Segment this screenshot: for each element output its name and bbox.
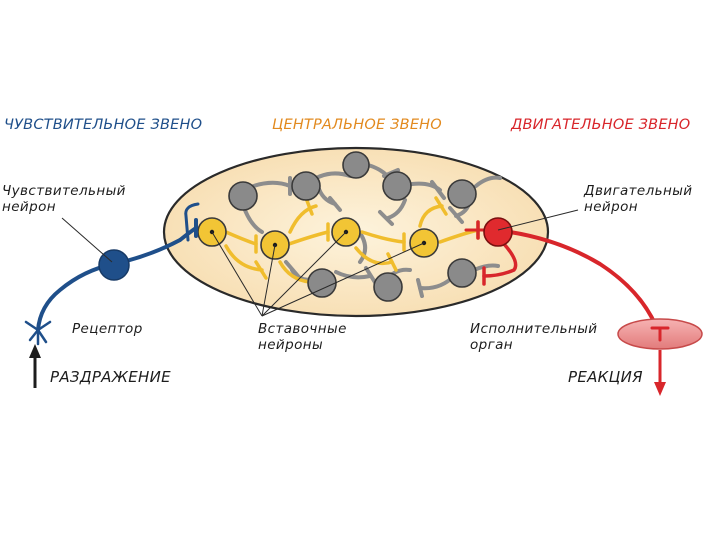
motor-neuron-body — [484, 218, 512, 246]
inactive-neuron — [308, 269, 336, 297]
inactive-neuron — [383, 172, 411, 200]
stimulus-label: РАЗДРАЖЕНИЕ — [50, 370, 171, 385]
interneurons-label-line1: Вставочные — [258, 322, 347, 337]
sensory-neuron-label-line1: Чувствительный — [2, 184, 126, 199]
central-section-header: ЦЕНТРАЛЬНОЕ ЗВЕНО — [272, 118, 442, 133]
sensory-section-header: ЧУВСТВИТЕЛЬНОЕ ЗВЕНО — [4, 118, 202, 133]
inactive-neuron — [292, 172, 320, 200]
effector-label-line2: орган — [470, 338, 513, 353]
interneurons-label-line2: нейроны — [258, 338, 323, 353]
sensory-neuron-label-line2: нейрон — [2, 200, 56, 215]
stimulus-arrow-icon — [29, 344, 41, 388]
reaction-arrow-icon — [654, 350, 666, 396]
reaction-label: РЕАКЦИЯ — [568, 370, 643, 385]
motor-neuron-label-line1: Двигательный — [584, 184, 692, 199]
effector-label-line1: Исполнительный — [470, 322, 597, 337]
inactive-neuron — [448, 180, 476, 208]
inactive-neuron — [374, 273, 402, 301]
inactive-neuron — [229, 182, 257, 210]
inactive-neuron — [448, 259, 476, 287]
receptor-label: Рецептор — [72, 322, 143, 337]
inactive-neuron — [343, 152, 369, 178]
motor-section-header: ДВИГАТЕЛЬНОЕ ЗВЕНО — [511, 118, 690, 133]
motor-neuron-label-line2: нейрон — [584, 200, 638, 215]
